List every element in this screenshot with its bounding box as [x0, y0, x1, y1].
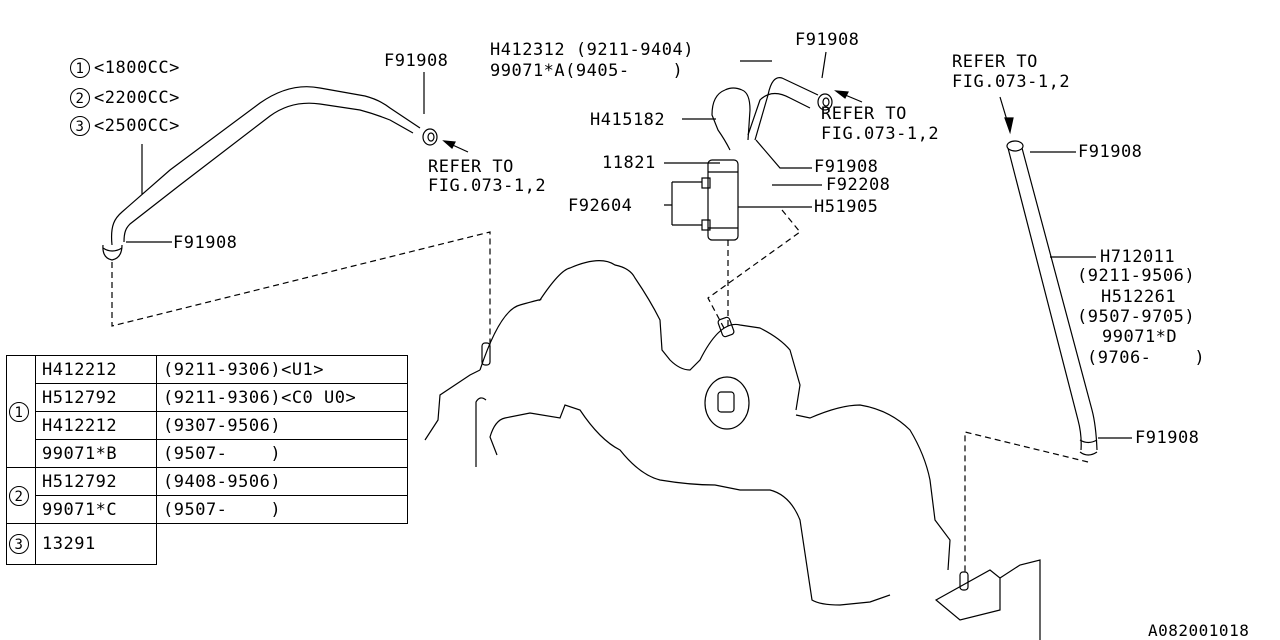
center-dashed-connector	[707, 209, 801, 331]
range-cell: (9211-9306)<C0 U0>	[156, 383, 408, 412]
range-cell: (9408-9506)	[156, 467, 408, 496]
table-row: H512792 (9211-9306)<C0 U0>	[7, 383, 408, 412]
variant-number: 2	[70, 88, 90, 108]
callout-right-bottom-clamp[interactable]: F91908	[1135, 428, 1200, 448]
left-refer-line2[interactable]: FIG.073-1,2	[428, 176, 547, 196]
variant-label: <2500CC>	[94, 116, 180, 136]
variant-legend-3: 3<2500CC>	[70, 116, 180, 136]
part-number-cell[interactable]: H512792	[35, 383, 157, 412]
table-row: H412212 (9307-9506)	[7, 411, 408, 440]
center-refer-line2[interactable]: FIG.073-1,2	[821, 124, 940, 144]
part-number-cell[interactable]: 99071*C	[35, 495, 157, 524]
callout-right-hose-3[interactable]: 99071*D	[1102, 327, 1178, 347]
variant-label: <1800CC>	[94, 58, 180, 78]
part-number-cell[interactable]: H412212	[35, 355, 157, 384]
pcv-assembly	[701, 77, 833, 241]
callout-bracket-bolts[interactable]: F92604	[568, 196, 633, 216]
right-refer-line2[interactable]: FIG.073-1,2	[952, 72, 1071, 92]
callout-left-top-clamp[interactable]: F91908	[384, 51, 449, 71]
part-number-cell[interactable]: H512792	[35, 467, 157, 496]
variant-number: 1	[70, 58, 90, 78]
group-number: 1	[9, 401, 29, 422]
callout-center-hose-1[interactable]: H412312 (9211-9404)	[490, 40, 694, 60]
applicability-table: 1 H412212 (9211-9306)<U1> H512792 (9211-…	[6, 355, 408, 565]
right-refer-arrowhead	[1004, 117, 1014, 135]
variant-number: 3	[70, 116, 90, 136]
right-dashed-connector	[964, 431, 1089, 575]
group-cell: 3	[6, 523, 36, 565]
callout-center-top-clamp[interactable]: F91908	[795, 30, 860, 50]
diagram-id: A082001018	[1148, 621, 1250, 640]
callout-center-lower-clamp[interactable]: F91908	[814, 157, 879, 177]
callout-right-hose-2-range: (9507-9705)	[1077, 307, 1196, 327]
right-breather-hose	[1006, 140, 1098, 456]
group-cell: 2	[6, 467, 36, 524]
left-refer-arrowhead	[442, 140, 456, 149]
callout-pcv-hose[interactable]: H415182	[590, 110, 666, 130]
center-refer-arrowhead	[834, 90, 849, 99]
group-number: 3	[9, 534, 29, 554]
part-number-cell[interactable]: 99071*B	[35, 439, 157, 468]
part-number-cell[interactable]: H412212	[35, 411, 157, 440]
callout-right-top-clamp[interactable]: F91908	[1078, 142, 1143, 162]
table-row: 99071*C (9507- )	[7, 495, 408, 524]
engine-block-outline	[424, 260, 1041, 640]
center-lower-clamp-leader	[755, 139, 812, 169]
range-cell: (9507- )	[156, 495, 408, 524]
callout-pcv-valve[interactable]: 11821	[602, 153, 656, 173]
left-dashed-connector	[111, 231, 491, 345]
group-number: 2	[9, 485, 29, 506]
callout-right-hose-1[interactable]: H712011	[1100, 247, 1176, 267]
bracket-bolt-leader	[664, 181, 702, 226]
table-row: 1 H412212 (9211-9306)<U1>	[6, 355, 408, 468]
center-top-clamp-leader	[821, 51, 827, 79]
variant-label: <2200CC>	[94, 88, 180, 108]
table-row: 2 H512792 (9408-9506)	[6, 467, 408, 524]
table-row: 3 13291	[6, 523, 408, 565]
range-cell: (9211-9306)<U1>	[156, 355, 408, 384]
range-cell: (9307-9506)	[156, 411, 408, 440]
empty-cell	[157, 524, 408, 565]
right-refer-line1[interactable]: REFER TO	[952, 52, 1038, 72]
callout-left-bottom-clamp[interactable]: F91908	[173, 233, 238, 253]
callout-pcv-body[interactable]: H51905	[814, 197, 879, 217]
callout-clip[interactable]: F92208	[826, 175, 891, 195]
callout-right-hose-1-range: (9211-9506)	[1077, 266, 1196, 286]
callout-right-hose-2[interactable]: H512261	[1101, 287, 1177, 307]
table-row: 99071*B (9507- )	[7, 439, 408, 468]
left-refer-line1[interactable]: REFER TO	[428, 157, 514, 177]
callout-center-hose-2[interactable]: 99071*A(9405- )	[490, 61, 684, 81]
variant-legend-2: 2<2200CC>	[70, 88, 180, 108]
center-refer-line1[interactable]: REFER TO	[821, 104, 907, 124]
range-cell: (9507- )	[156, 439, 408, 468]
part-number-cell[interactable]: 13291	[35, 523, 157, 565]
left-breather-hose	[102, 86, 438, 261]
variant-legend-1: 1<1800CC>	[70, 58, 180, 78]
callout-right-hose-3-range: (9706- )	[1087, 348, 1206, 368]
group-cell: 1	[6, 355, 36, 468]
